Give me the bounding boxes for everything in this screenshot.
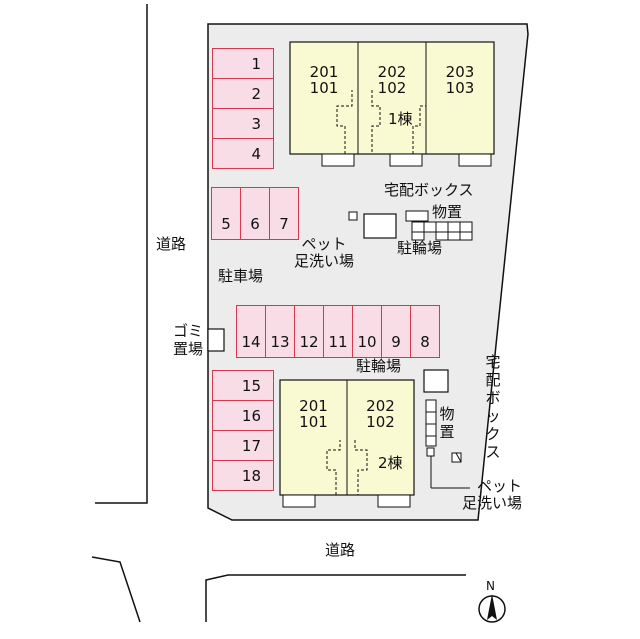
- road-south-label: 道路: [325, 541, 356, 559]
- bicycle-2-label: 駐輪場: [356, 357, 402, 375]
- pet-wash-1-label: ペット 足洗い場: [294, 235, 355, 270]
- north-label: N: [486, 579, 495, 593]
- parking-space-15: 15: [212, 370, 274, 401]
- parking-space-13: 13: [265, 305, 295, 358]
- delivery-box-2-label: 宅配ボックス: [485, 353, 501, 461]
- parking-space-18: 18: [212, 460, 274, 491]
- building-1: [289, 41, 495, 155]
- bicycle-parking-1: [363, 213, 397, 239]
- delivery-box-1-mark: [405, 210, 429, 222]
- building-2-name: 2棟: [378, 454, 403, 472]
- parking-space-8: 8: [410, 305, 440, 358]
- parking-space-14: 14: [236, 305, 266, 358]
- parking-space-7: 7: [269, 187, 299, 240]
- delivery-box-1-label: 宅配ボックス: [384, 181, 474, 199]
- parking-space-10: 10: [352, 305, 382, 358]
- parking-space-9: 9: [381, 305, 411, 358]
- storage-2-mark: [425, 399, 437, 447]
- bicycle-parking-2: [423, 369, 449, 393]
- storage-2-label: 物置: [439, 405, 455, 441]
- garbage-label: ゴミ置場: [172, 322, 203, 358]
- building-1-name: 1棟: [388, 110, 413, 128]
- parking-space-1: 1: [212, 48, 274, 79]
- storage-1-label: 物置: [432, 203, 463, 221]
- north-arrow-icon: [478, 594, 506, 623]
- parking-space-12: 12: [294, 305, 324, 358]
- parking-space-4: 4: [212, 138, 274, 169]
- storage-1-mark: [411, 221, 473, 241]
- road-edge-sw: [91, 556, 141, 623]
- parking-label: 駐車場: [218, 267, 264, 285]
- parking-space-17: 17: [212, 430, 274, 461]
- parking-space-6: 6: [240, 187, 270, 240]
- road-edge-se: [205, 574, 466, 622]
- parking-space-11: 11: [323, 305, 353, 358]
- parking-space-5: 5: [211, 187, 241, 240]
- road-edge-west: [95, 4, 148, 504]
- parking-space-16: 16: [212, 400, 274, 431]
- pet-wash-1-mark: [348, 211, 358, 221]
- parking-space-2: 2: [212, 78, 274, 109]
- parking-space-3: 3: [212, 108, 274, 139]
- garbage-area-mark: [207, 328, 225, 352]
- road-west-label: 道路: [156, 235, 187, 253]
- pet-wash-2-label: ペット 足洗い場: [462, 477, 523, 512]
- bicycle-1-label: 駐輪場: [397, 239, 443, 257]
